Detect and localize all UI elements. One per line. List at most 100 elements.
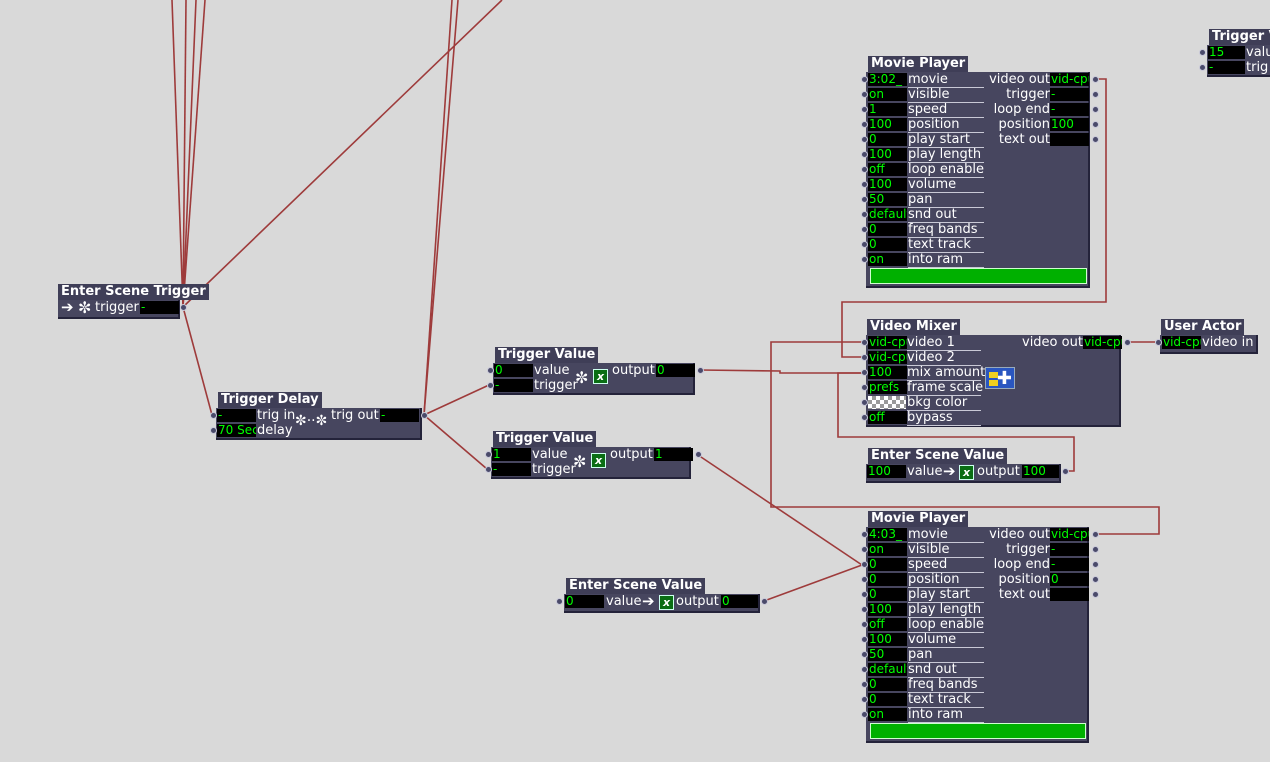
input-port[interactable] — [861, 651, 868, 658]
input-field[interactable]: 100 — [868, 178, 907, 191]
input-port-trig-in[interactable] — [210, 412, 217, 419]
output-port[interactable] — [1124, 339, 1131, 346]
input-port-video-in[interactable] — [1155, 339, 1162, 346]
input-port[interactable] — [861, 226, 868, 233]
actor-title[interactable]: Movie Player — [868, 511, 969, 527]
output-field[interactable]: vid-cpu — [1050, 73, 1089, 86]
output-port[interactable] — [1092, 91, 1099, 98]
input-port[interactable] — [861, 151, 868, 158]
input-port[interactable] — [861, 711, 868, 718]
input-port-value[interactable] — [485, 451, 492, 458]
actor-title[interactable]: Trigger Value — [495, 347, 599, 363]
enter-scene-value-actor-1[interactable]: Enter Scene Value 100 value ➔ x output 1… — [860, 448, 1075, 484]
input-port[interactable] — [861, 681, 868, 688]
input-port[interactable] — [861, 606, 868, 613]
color-swatch[interactable] — [868, 396, 906, 409]
input-field[interactable]: on — [868, 253, 907, 266]
input-field-video-in[interactable]: vid-cpu — [1162, 336, 1201, 349]
input-field[interactable]: prefs — [868, 381, 907, 394]
trigger-value-actor-1[interactable]: Trigger Value 0 value output 0 - trigger… — [484, 347, 706, 395]
output-field[interactable]: 100 — [1050, 118, 1089, 131]
input-field[interactable]: off — [868, 163, 907, 176]
output-field[interactable]: - — [1050, 103, 1089, 116]
input-port[interactable] — [861, 256, 868, 263]
output-port[interactable] — [1062, 468, 1069, 475]
trigger-value-actor-3[interactable]: Trigger V 15 valu - trig — [1198, 29, 1270, 77]
input-field[interactable]: 0 — [868, 693, 907, 706]
input-field[interactable]: 0 — [868, 558, 907, 571]
input-port-value[interactable] — [556, 598, 563, 605]
enter-scene-value-actor-2[interactable]: Enter Scene Value 0 value ➔ x output 0 — [555, 578, 770, 614]
input-port[interactable] — [861, 666, 868, 673]
input-field[interactable]: default — [868, 663, 907, 676]
output-port[interactable] — [1092, 591, 1099, 598]
input-field[interactable]: 100 — [868, 633, 907, 646]
input-field-value[interactable]: 0 — [565, 595, 604, 608]
input-field[interactable]: 100 — [868, 366, 907, 379]
input-port[interactable] — [861, 196, 868, 203]
input-port-value[interactable] — [487, 367, 494, 374]
output-port[interactable] — [697, 367, 704, 374]
input-port-trigger[interactable] — [487, 382, 494, 389]
output-field[interactable]: - — [1050, 558, 1089, 571]
input-field-value[interactable]: 1 — [492, 448, 531, 461]
actor-title[interactable]: Video Mixer — [867, 319, 960, 335]
output-port[interactable] — [1092, 121, 1099, 128]
output-field[interactable]: 0 — [1050, 573, 1089, 586]
output-port[interactable] — [695, 451, 702, 458]
output-port[interactable] — [1092, 531, 1099, 538]
actor-title[interactable]: User Actor — [1161, 319, 1245, 335]
output-field[interactable] — [1050, 588, 1089, 601]
output-port[interactable] — [1092, 76, 1099, 83]
input-port[interactable] — [861, 211, 868, 218]
output-port[interactable] — [1092, 576, 1099, 583]
actor-title[interactable]: Trigger V — [1209, 29, 1270, 45]
input-field-value[interactable]: 100 — [867, 465, 906, 478]
input-port[interactable] — [861, 354, 868, 361]
trigger-value-actor-2[interactable]: Trigger Value 1 value output 1 - trigger… — [482, 431, 704, 479]
input-field[interactable]: 0 — [868, 223, 907, 236]
output-port[interactable] — [1092, 561, 1099, 568]
input-port[interactable] — [861, 414, 868, 421]
input-field-trig-in[interactable]: - — [217, 409, 256, 422]
input-port[interactable] — [861, 181, 868, 188]
output-port[interactable] — [1092, 136, 1099, 143]
input-field-trigger[interactable]: - — [492, 463, 531, 476]
input-port[interactable] — [861, 696, 868, 703]
input-port[interactable] — [861, 369, 868, 376]
input-field[interactable]: vid-cpu — [868, 351, 907, 364]
output-field[interactable]: 1 — [654, 448, 693, 461]
input-field-value[interactable]: 0 — [494, 364, 533, 377]
input-port-trigger[interactable] — [1199, 64, 1206, 71]
input-port[interactable] — [861, 399, 868, 406]
actor-title[interactable]: Enter Scene Value — [566, 578, 706, 594]
input-port[interactable] — [861, 241, 868, 248]
input-field[interactable]: default — [868, 208, 907, 221]
input-field[interactable]: 0 — [868, 678, 907, 691]
input-port[interactable] — [861, 621, 868, 628]
output-field[interactable]: 100 — [1022, 465, 1059, 478]
output-port[interactable] — [761, 598, 768, 605]
output-field[interactable]: - — [1050, 88, 1089, 101]
input-field[interactable]: on — [868, 543, 907, 556]
input-field[interactable]: 50 — [868, 648, 907, 661]
input-field[interactable]: 0 — [868, 588, 907, 601]
enter-scene-trigger-actor[interactable]: Enter Scene Trigger ➔ ✼ trigger - — [58, 284, 209, 320]
output-field[interactable]: vid-cpu — [1050, 528, 1089, 541]
input-field[interactable]: 50 — [868, 193, 907, 206]
input-field-delay[interactable]: 70 Sec — [217, 424, 256, 437]
output-field[interactable]: - — [140, 301, 179, 314]
input-field-trigger[interactable]: - — [1208, 61, 1245, 74]
input-field[interactable]: on — [868, 708, 907, 721]
input-port-value[interactable] — [1199, 49, 1206, 56]
input-field-value[interactable]: 15 — [1208, 46, 1245, 59]
output-field[interactable] — [1050, 133, 1089, 146]
input-port-trigger[interactable] — [485, 466, 492, 473]
input-port[interactable] — [861, 166, 868, 173]
input-port[interactable] — [861, 384, 868, 391]
input-field[interactable]: 100 — [868, 603, 907, 616]
output-port[interactable] — [1092, 106, 1099, 113]
input-field[interactable]: 0 — [868, 238, 907, 251]
